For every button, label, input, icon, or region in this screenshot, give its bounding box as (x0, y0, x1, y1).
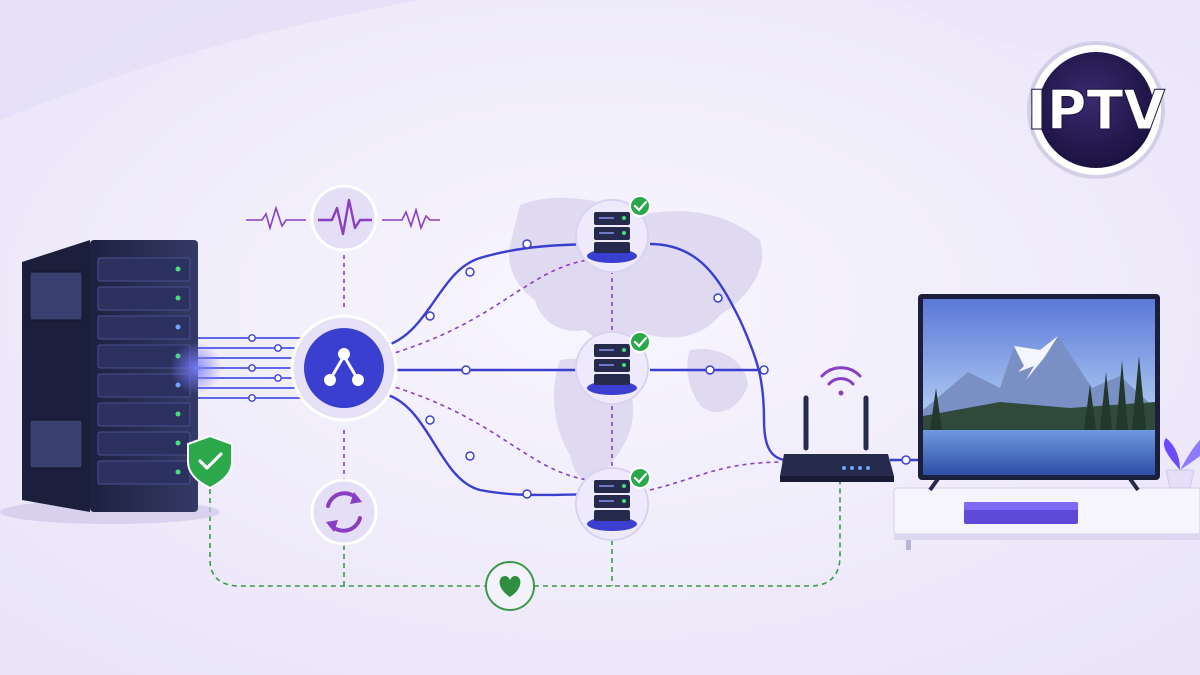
fiber-junction-dots (248, 334, 282, 402)
primary-paths (387, 242, 930, 497)
edge-server-1 (575, 195, 651, 273)
tv-stand (893, 487, 1200, 550)
security-node (187, 434, 233, 490)
wifi-router-icon (780, 454, 894, 476)
monitoring-node (246, 184, 440, 252)
health-check-node (485, 561, 535, 611)
check-icon (629, 331, 651, 353)
shield-check-icon (187, 434, 233, 490)
heartbeat-wave-right (382, 207, 440, 231)
edge-server-3 (575, 467, 651, 541)
check-icon (629, 195, 651, 217)
background-wave (0, 0, 420, 120)
iptv-logo: IPTV (1026, 41, 1166, 179)
load-balancer-node (290, 314, 398, 422)
path-nodes (425, 239, 911, 499)
router-node (780, 366, 894, 482)
origin-server (0, 240, 222, 524)
logo-text: IPTV (1027, 79, 1166, 142)
server-bays (97, 257, 191, 485)
background-wave (900, 0, 1200, 57)
server-icon (594, 212, 630, 253)
server-icon (594, 344, 630, 385)
tv-screen-landscape (923, 336, 1155, 475)
network-share-icon (324, 348, 364, 386)
world-map (509, 197, 763, 481)
television-node (893, 294, 1200, 550)
edge-server-2 (575, 331, 651, 405)
wifi-icon (820, 366, 862, 396)
server-icon (594, 480, 630, 521)
heart-icon (499, 576, 521, 597)
heartbeat-wave-left (246, 205, 306, 231)
health-paths (209, 478, 841, 587)
plant-decoration (1163, 438, 1200, 489)
check-icon (629, 467, 651, 489)
heartbeat-icon (318, 198, 372, 236)
failover-node (310, 478, 378, 546)
